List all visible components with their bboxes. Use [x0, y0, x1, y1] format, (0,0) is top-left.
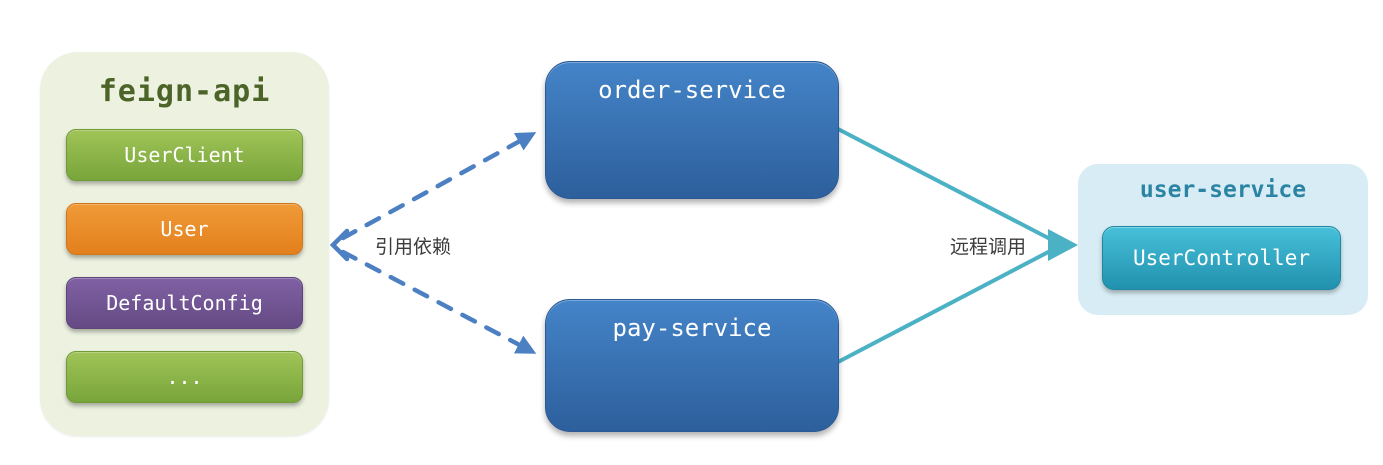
dependency-edge-label: 引用依赖 — [375, 236, 452, 258]
dependency-arrow-to-order-service — [340, 132, 537, 241]
pay-service-node: pay-service — [545, 299, 839, 432]
order-service-node: order-service — [545, 61, 839, 199]
feign-api-panel: feign-api UserClient User DefaultConfig … — [40, 52, 329, 436]
dependency-arrow-to-pay-service — [340, 249, 537, 354]
module-chip-usercontroller: UserController — [1102, 226, 1341, 290]
user-service-panel: user-service UserController — [1078, 164, 1368, 315]
remote-call-line-from-pay-service — [837, 247, 1055, 364]
module-chip-ellipsis: ... — [66, 351, 303, 403]
module-chip-user: User — [66, 203, 303, 255]
pay-service-title: pay-service — [612, 314, 772, 342]
feign-api-module-list: UserClient User DefaultConfig ... — [66, 129, 303, 403]
feign-api-title: feign-api — [98, 74, 271, 109]
dependency-arrowhead-to-feign-api — [329, 228, 350, 262]
remote-call-arrowhead — [1048, 229, 1078, 261]
module-chip-defaultconfig: DefaultConfig — [66, 277, 303, 329]
remote-call-line-from-order-service — [837, 127, 1055, 243]
order-service-title: order-service — [598, 76, 786, 104]
remote-call-edge-label: 远程调用 — [950, 236, 1027, 258]
user-service-title: user-service — [1139, 177, 1307, 203]
module-chip-userclient: UserClient — [66, 129, 303, 181]
